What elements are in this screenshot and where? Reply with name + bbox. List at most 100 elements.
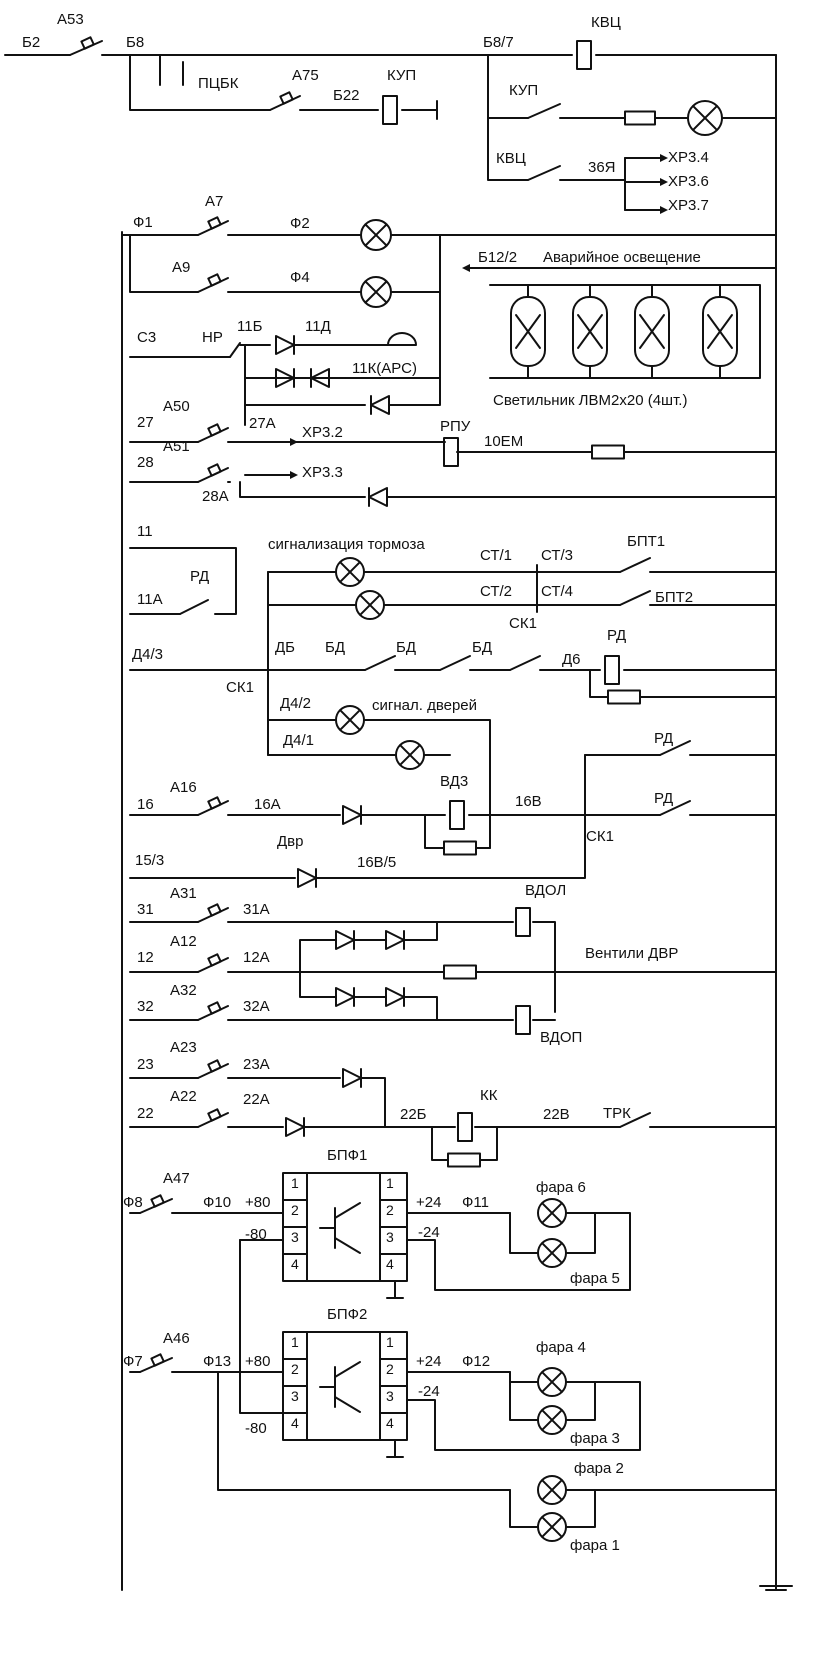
lamp-cross — [577, 314, 603, 349]
wire — [217, 1371, 511, 1491]
wiring — [4, 54, 793, 1591]
label-vd3: ВД3 — [440, 773, 468, 790]
label-b87: Б8/7 — [483, 34, 514, 51]
label-p80-2: +80 — [245, 1353, 270, 1370]
bpf1-block — [282, 1172, 408, 1299]
arrow-icon — [290, 471, 298, 479]
label-31: 31 — [137, 901, 154, 918]
pin-bpf1-right-4: 4 — [386, 1256, 394, 1272]
label-trk: ТРК — [603, 1105, 631, 1122]
label-bpt2: БПТ2 — [655, 589, 693, 606]
breaker-box — [207, 796, 222, 810]
label-31a: 31А — [243, 901, 270, 918]
wire — [509, 1371, 539, 1421]
breaker-box — [207, 216, 222, 230]
label-rd-4: РД — [654, 790, 673, 807]
resistor-dvr — [443, 964, 477, 980]
wire — [487, 54, 529, 181]
transistor-collector — [334, 1361, 361, 1378]
lamp-cross — [541, 1371, 563, 1393]
label-st2: СТ/2 — [480, 583, 512, 600]
label-headlight4: фара 4 — [536, 1339, 586, 1356]
wire — [129, 234, 199, 293]
wire — [388, 377, 441, 406]
diode-12-2 — [385, 930, 405, 950]
label-st4: СТ/4 — [541, 583, 573, 600]
label-d6: Д6 — [562, 651, 581, 668]
pin-bpf2-left-3: 3 — [291, 1388, 299, 1404]
breaker-box — [279, 91, 294, 105]
breaker-box — [150, 1194, 165, 1208]
label-vdop: ВДОП — [540, 1029, 582, 1046]
label-b2: Б2 — [22, 34, 40, 51]
wire — [360, 1077, 386, 1128]
pin-bpf1-left-4: 4 — [291, 1256, 299, 1272]
label-16v5: 16В/5 — [357, 854, 396, 871]
resistor-10em — [591, 444, 625, 460]
resistor-rd — [607, 689, 641, 705]
breaker-a7 — [197, 216, 229, 236]
label-pcbk: ПЦБК — [198, 75, 239, 92]
lamp-circle — [687, 100, 723, 136]
pin-bpf1-right-3: 3 — [386, 1229, 394, 1245]
emergency-lamp-icon — [510, 296, 546, 367]
label-f13: Ф13 — [203, 1353, 231, 1370]
breaker-box — [207, 463, 222, 477]
diode-triangle — [285, 1117, 305, 1137]
diode-23a — [342, 1068, 362, 1088]
label-27a: 27А — [249, 415, 276, 432]
wire — [406, 1212, 631, 1291]
switch-kup — [527, 103, 561, 119]
wire — [565, 1212, 596, 1254]
breaker-box — [80, 36, 95, 50]
label-kvc-contact: КВЦ — [496, 150, 526, 167]
diode-triangle — [368, 487, 388, 507]
coil-kvc — [576, 40, 592, 70]
lamp-headlight-1 — [537, 1512, 567, 1542]
diode-16a — [342, 805, 362, 825]
label-a51: А51 — [163, 438, 190, 455]
label-p24-2: +24 — [416, 1353, 441, 1370]
label-a7: А7 — [205, 193, 223, 210]
diode-triangle — [335, 930, 355, 950]
label-16a: 16А — [254, 796, 281, 813]
label-11: 11 — [137, 523, 153, 540]
label-32a: 32А — [243, 998, 270, 1015]
label-22v: 22В — [543, 1106, 570, 1123]
label-22: 22 — [137, 1105, 154, 1122]
label-23a: 23А — [243, 1056, 270, 1073]
switch-rd — [179, 599, 209, 615]
label-f1: Ф1 — [133, 214, 153, 231]
label-headlight5: фара 5 — [570, 1270, 620, 1287]
label-15-3: 15/3 — [135, 852, 164, 869]
emergency-lamp-icon — [634, 296, 670, 367]
label-sk1-right: СК1 — [586, 828, 614, 845]
labels: Б2 А53 Б8 Б8/7 КВЦ ПЦБК А75 Б22 КУП КУП … — [22, 11, 709, 1554]
diode-11 — [275, 368, 295, 388]
coil-vdop — [515, 1005, 531, 1035]
label-f2: Ф2 — [290, 215, 310, 232]
wire — [424, 814, 445, 849]
label-a9: А9 — [172, 259, 190, 276]
label-d43: Д4/3 — [132, 646, 163, 663]
breaker-a50 — [197, 423, 229, 443]
label-a47: А47 — [163, 1170, 190, 1187]
pin-bpf2-right-2: 2 — [386, 1361, 394, 1377]
lamp-cross — [359, 594, 381, 616]
label-11a: 11А — [137, 591, 163, 608]
lamp-body — [702, 296, 738, 367]
switch-bd-1 — [364, 655, 396, 671]
breaker-a23 — [197, 1059, 229, 1079]
breaker-box — [150, 1353, 165, 1367]
pin-bpf1-left-2: 2 — [291, 1202, 299, 1218]
switch-bd-2 — [439, 655, 471, 671]
label-rpu: РПУ — [440, 418, 471, 435]
pin-bpf2-right-4: 4 — [386, 1415, 394, 1431]
label-a16: А16 — [170, 779, 197, 796]
label-a12: А12 — [170, 933, 197, 950]
label-m80-1: -80 — [245, 1226, 267, 1243]
lamp-door-2 — [395, 740, 425, 770]
label-a22: А22 — [170, 1088, 197, 1105]
label-headlight3: фара 3 — [570, 1430, 620, 1447]
